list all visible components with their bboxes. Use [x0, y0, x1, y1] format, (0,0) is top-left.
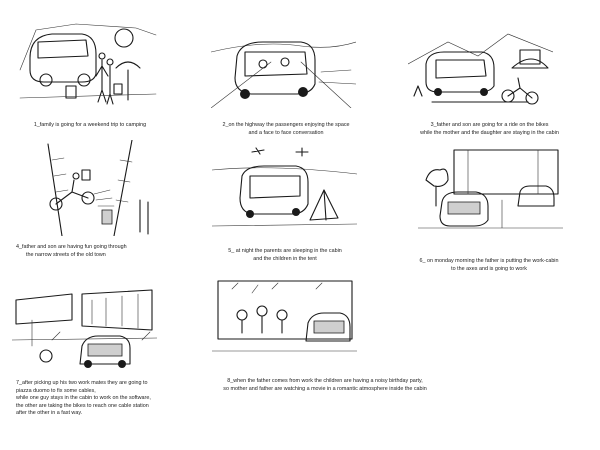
sketch-panel-4 — [32, 140, 177, 236]
caption-5: 5_ at night the parents are sleeping in … — [228, 248, 342, 262]
caption-1: 1_family is going for a weekend trip to … — [33, 122, 147, 128]
caption-4: 4_father and son are having fun going th… — [16, 244, 127, 258]
sketch-panel-2 — [211, 12, 356, 108]
sketch-panel-7 — [12, 280, 157, 376]
sketch-panel-3 — [408, 12, 553, 108]
sketch-panel-5 — [212, 140, 357, 236]
sketch-panel-8 — [212, 275, 357, 371]
sketch-panel-6 — [418, 140, 563, 236]
caption-8: 8_when the father comes from work the ch… — [223, 378, 427, 392]
caption-3: 3_father and son are going for a ride on… — [420, 122, 559, 136]
caption-2: 2_on the highway the passengers enjoying… — [222, 122, 350, 136]
sketch-panel-1 — [16, 10, 161, 106]
caption-7: 7_after picking up his two work mates th… — [16, 380, 151, 417]
caption-6: 6_ on monday morning the father is putti… — [419, 258, 559, 272]
